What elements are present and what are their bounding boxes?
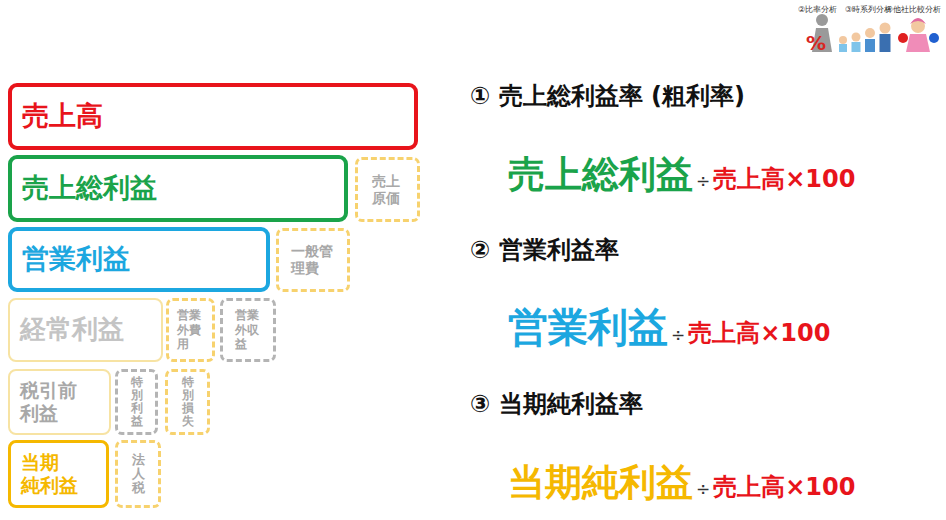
icon-caption: ④他社比較分析	[886, 4, 941, 15]
box-label: 営業 外費 用	[177, 308, 203, 351]
heading-row: ① 売上総利益率 (粗利率)	[470, 80, 745, 112]
formula-term: 売上高×100	[688, 317, 830, 349]
tax-box: 法人税	[115, 440, 161, 508]
comparison-icon	[898, 18, 939, 52]
box-label: 一般管 理費	[291, 243, 336, 277]
divide-sign: ÷	[696, 479, 710, 499]
ratio-heading: ① 売上総利益率 (粗利率)	[470, 80, 745, 112]
net-income-box: 当期 純利益	[8, 440, 109, 508]
box-label: 法人税	[132, 453, 145, 496]
cost-box: 売上 原価	[355, 157, 420, 222]
heading-row: ③ 当期純利益率	[470, 388, 643, 420]
operating-profit-box: 営業利益	[8, 227, 270, 292]
formula-row: 営業利益÷売上高×100	[508, 300, 830, 355]
formula-term: 売上高×100	[713, 163, 855, 195]
box-label: 税引前 利益	[20, 379, 81, 425]
formula-row: 売上総利益÷売上高×100	[508, 150, 855, 200]
icon-caption: ③時系列分析	[845, 4, 892, 15]
gross-profit-box: 売上総利益	[8, 155, 348, 222]
nonop-income-box: 営業 外収 益	[220, 298, 276, 362]
revenue-box: 売上高	[8, 83, 418, 150]
box-label: 営業 外収 益	[235, 308, 261, 351]
icon-caption: ③時系列分析	[845, 4, 892, 15]
ratio-icon: %	[806, 14, 832, 55]
nonop-expense-box: 営業 外費 用	[166, 298, 215, 362]
timeseries-icon	[839, 23, 891, 53]
icon-caption: ④他社比較分析	[886, 4, 941, 15]
svg-text:%: %	[806, 31, 826, 55]
formula-term: 当期純利益	[508, 458, 693, 508]
divide-sign: ÷	[696, 171, 710, 191]
ordinary-profit-box: 経常利益	[8, 298, 163, 362]
formula-row: 当期純利益÷売上高×100	[508, 458, 855, 508]
icon-caption: ②比率分析	[798, 4, 837, 15]
special-loss-box: 特別損失	[165, 369, 210, 435]
ratio-heading: ③ 当期純利益率	[470, 388, 643, 420]
formula-term: 売上高×100	[713, 471, 855, 503]
box-label: 経常利益	[20, 314, 124, 345]
box-label: 売上 原価	[372, 173, 403, 207]
pretax-profit-box: 税引前 利益	[8, 369, 111, 435]
divide-sign: ÷	[671, 325, 685, 345]
formula-term: 売上総利益	[508, 150, 693, 200]
ratio-heading: ② 営業利益率	[470, 234, 619, 266]
icon-caption: ②比率分析	[798, 4, 837, 15]
box-label: 当期 純利益	[21, 451, 82, 497]
box-label: 特別損失	[182, 376, 194, 429]
box-label: 営業利益	[22, 243, 130, 275]
heading-row: ② 営業利益率	[470, 234, 619, 266]
box-label: 売上高	[22, 100, 103, 132]
expense-box: 一般管 理費	[276, 228, 350, 292]
box-label: 売上総利益	[22, 172, 157, 204]
box-label: 特別利益	[131, 376, 143, 429]
formula-term: 営業利益	[508, 300, 668, 355]
special-gain-box: 特別利益	[115, 369, 158, 435]
